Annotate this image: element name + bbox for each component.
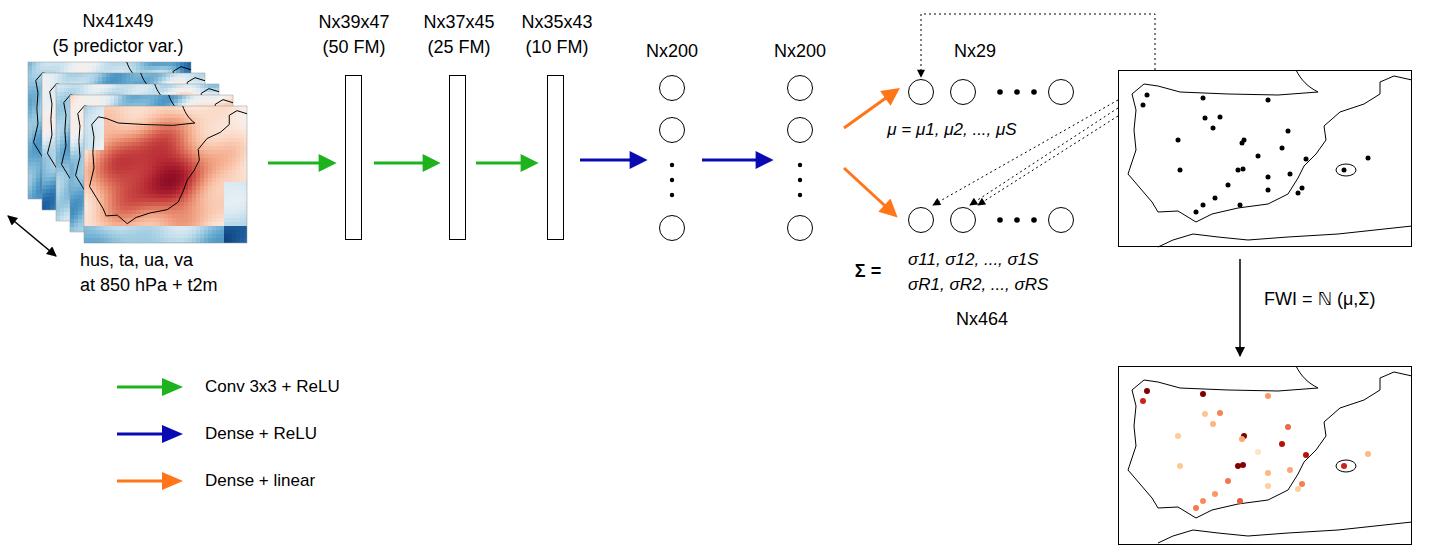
diagram-stage: Nx41x49(5 predictor var.)hus, ta, ua, va… — [0, 0, 1446, 560]
